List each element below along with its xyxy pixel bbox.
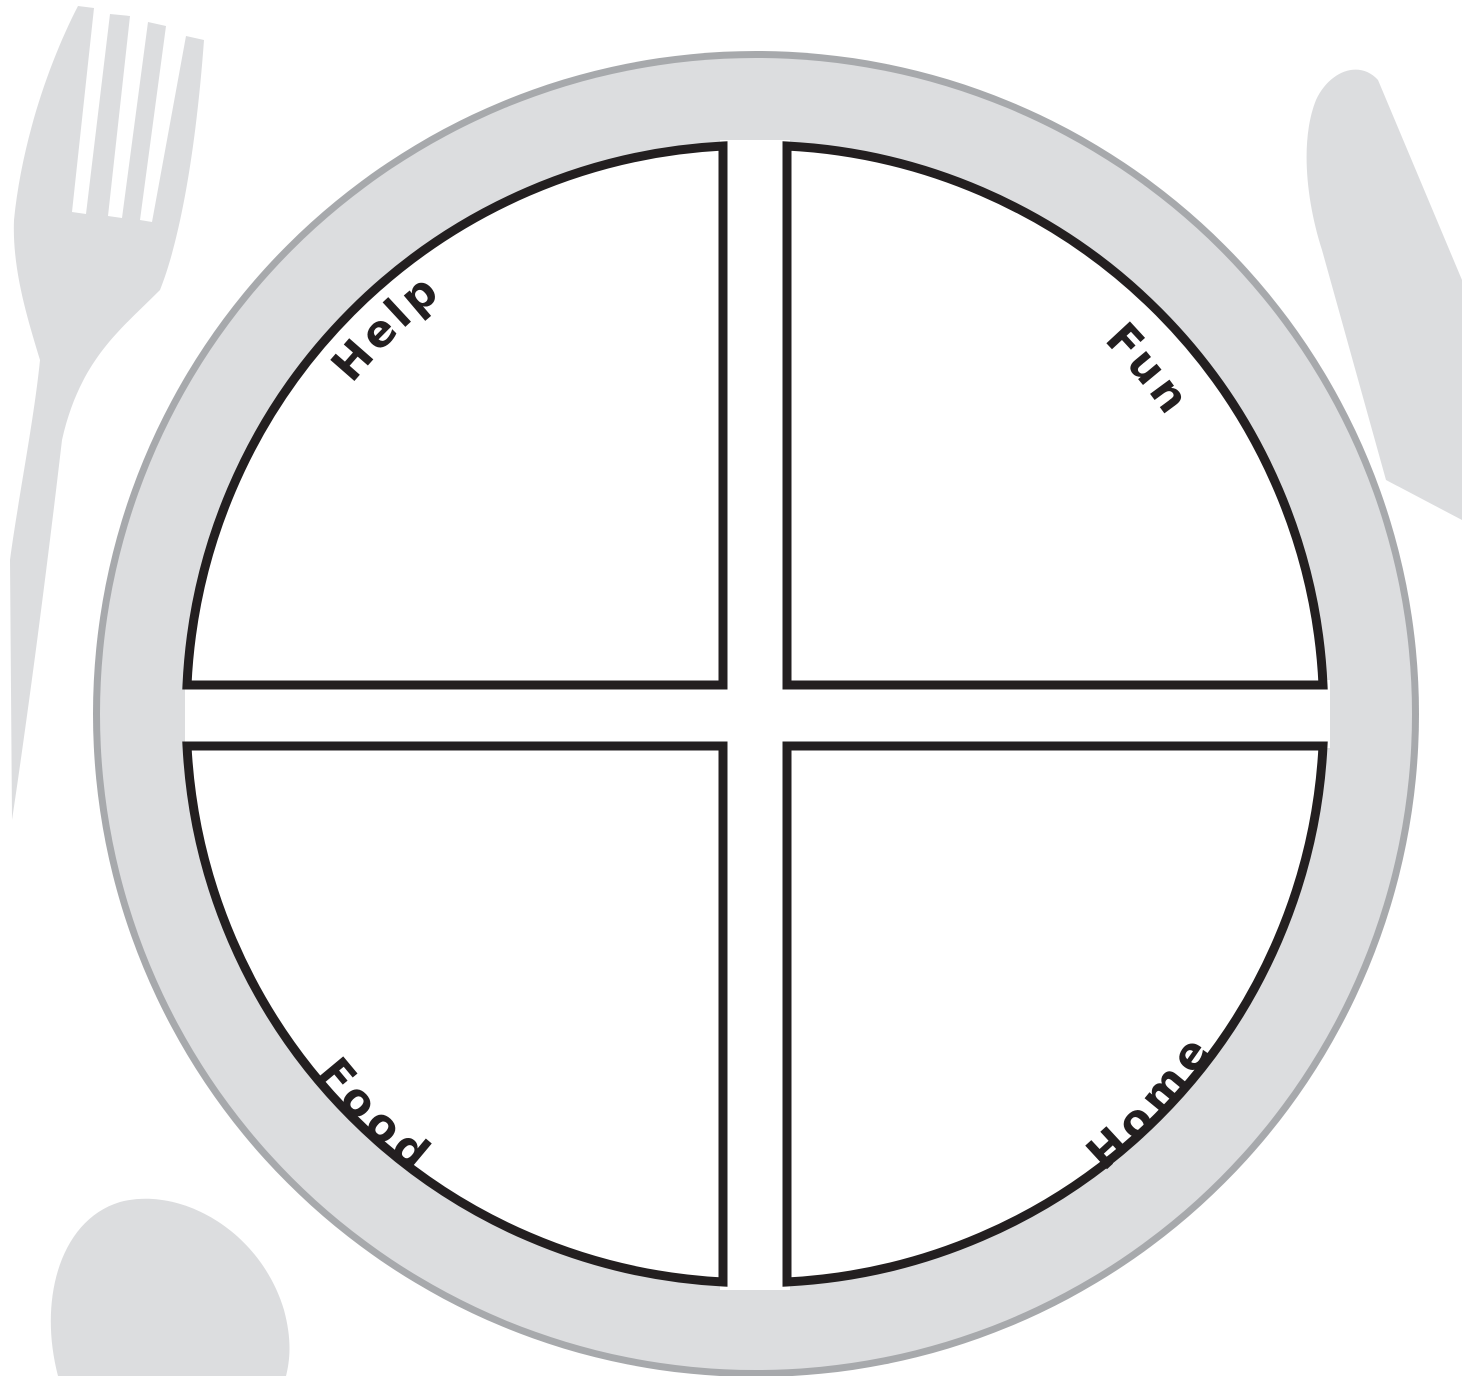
quadrant-help[interactable] (187, 146, 723, 685)
divider-horizontal (185, 680, 1330, 748)
quadrant-home[interactable] (787, 746, 1323, 1282)
plate (93, 51, 1419, 1376)
quadrant-food[interactable] (187, 746, 723, 1282)
spoon-icon (51, 1199, 290, 1376)
quadrant-fun[interactable] (787, 146, 1323, 685)
